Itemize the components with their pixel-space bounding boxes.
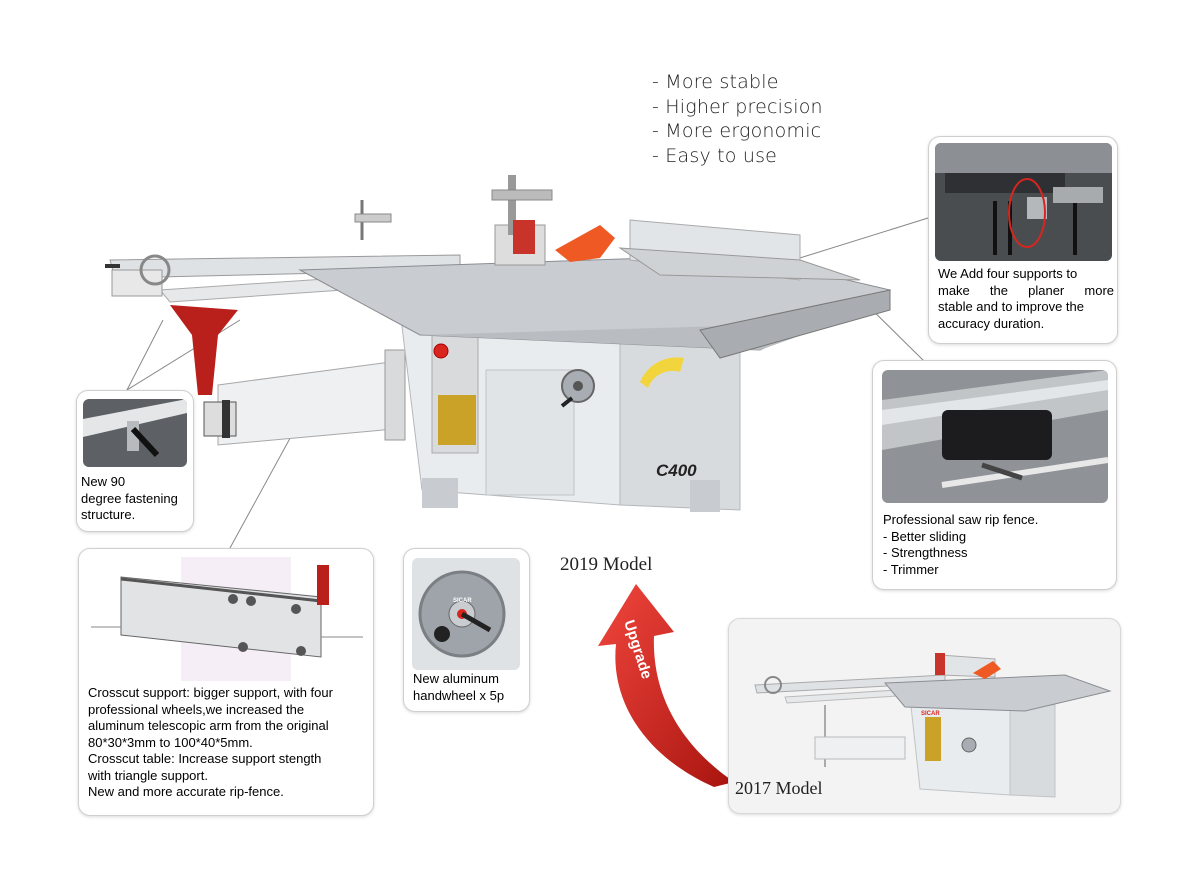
handwheel-line: New aluminum [413,671,499,686]
rip-fence-bullet: - Better sliding [883,528,967,544]
supports-line: make the planer more [938,282,1114,298]
callout-crosscut: Crosscut support: bigger support, with f… [78,548,374,816]
supports-caption: We Add four supports to make the planer … [938,266,1114,332]
fastening-line: structure. [81,507,136,522]
headline-list: - More stable - Higher precision - More … [652,70,823,168]
supports-photo [935,143,1112,261]
callout-fastening: New 90 degree fastening structure. [76,390,194,532]
upgrade-arrow-icon: Upgrade [598,584,734,787]
crosscut-line: Crosscut support: bigger support, with f… [88,685,333,700]
rip-fence-title: Professional saw rip fence. [883,512,1039,527]
crosscut-photo [91,557,363,681]
crosscut-line: with triangle support. [88,767,208,783]
callout-handwheel: SICAR New aluminum handwheel x 5p [403,548,530,712]
svg-text:SICAR: SICAR [453,598,472,604]
rip-fence-bullet: - Trimmer [883,561,939,577]
main-model-caption: 2019 Model [560,554,653,575]
rip-fence-photo [882,370,1108,503]
supports-line: We Add four supports to [938,266,1078,281]
crosscut-line: Crosscut table: Increase support stength [88,751,322,766]
fastening-line: New 90 [81,474,126,489]
headline-item: - Higher precision [652,95,823,118]
handwheel-caption: New aluminum handwheel x 5p [413,671,504,704]
crosscut-line: professional wheels,we increased the [88,701,305,717]
headline-item: - More ergonomic [652,120,822,142]
callout-supports: We Add four supports to make the planer … [928,136,1118,344]
handwheel-line: handwheel x 5p [413,687,505,703]
svg-text:C400: C400 [656,461,697,480]
main-machine-image: C400 [105,175,892,512]
handwheel-photo: SICAR [412,558,520,670]
fastening-caption: New 90 degree fastening structure. [81,474,178,524]
headline-item: - Easy to use [652,144,778,167]
svg-text:SICAR: SICAR [921,711,940,717]
supports-line: accuracy duration. [938,315,1045,331]
supports-line: stable and to improve the [938,299,1084,314]
rip-fence-bullet: - Strengthness [883,545,968,560]
crosscut-line: 80*30*3mm to 100*40*5mm. [88,734,253,750]
fastening-line: degree fastening [81,490,178,506]
old-model-card: SICAR 2017 Model [728,618,1121,814]
rip-fence-caption: Professional saw rip fence. - Better sli… [883,512,1038,578]
old-machine-image: SICAR [754,653,1112,798]
crosscut-line: aluminum telescopic arm from the origina… [88,718,329,733]
callout-rip-fence: Professional saw rip fence. - Better sli… [872,360,1117,590]
crosscut-caption: Crosscut support: bigger support, with f… [88,685,333,801]
headline-item: - More stable [652,71,779,93]
fastening-photo [83,399,187,467]
old-model-caption: 2017 Model [735,778,823,798]
crosscut-line: New and more accurate rip-fence. [88,784,284,799]
